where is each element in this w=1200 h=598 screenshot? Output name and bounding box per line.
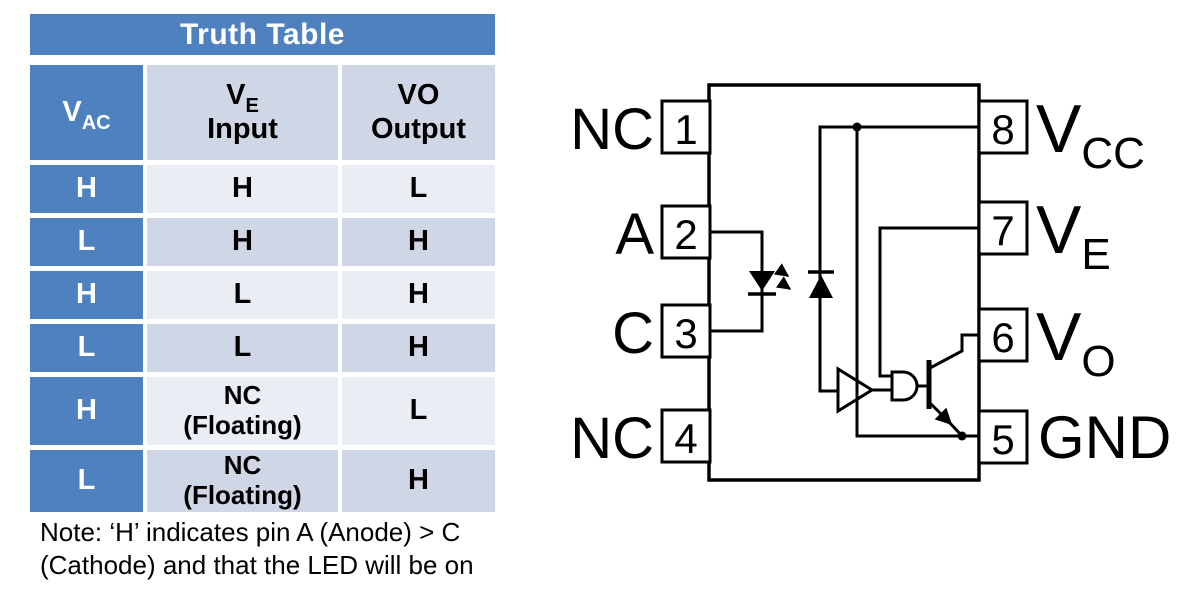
cell-vo-output: H — [342, 324, 495, 372]
pin-box — [977, 99, 1029, 155]
pin-6: 6 VO — [977, 299, 1116, 386]
pin-box — [660, 99, 712, 155]
cell-ve-input: L — [147, 324, 338, 372]
pin-label: NC — [570, 97, 654, 162]
cell-vo-output: L — [342, 165, 495, 213]
truth-table-note: Note: ‘H’ indicates pin A (Anode) > C (C… — [40, 517, 474, 580]
pin-box — [977, 307, 1029, 363]
pin-3: 3 C — [612, 301, 712, 366]
and-gate-icon — [890, 370, 919, 402]
pin-label: C — [612, 301, 654, 366]
cell-vo-output: H — [342, 271, 495, 319]
cell-ve-input: NC(Floating) — [147, 450, 338, 512]
photodiode-icon — [808, 270, 834, 298]
pin-label: GND — [1038, 404, 1171, 471]
transistor-icon — [926, 360, 964, 438]
pin-number: 1 — [674, 106, 697, 153]
header-cell-ve: VE Input — [147, 65, 338, 160]
cell-ve-input: L — [147, 271, 338, 319]
cell-vo-output: H — [342, 218, 495, 266]
cell-vac: H — [30, 377, 143, 445]
pin-1: 1 NC — [570, 97, 712, 162]
pin-4: 4 NC — [570, 406, 712, 471]
pin-label: VO — [1036, 299, 1116, 386]
pin-8: 8 VCC — [977, 91, 1145, 178]
cell-ve-input: H — [147, 218, 338, 266]
cell-vac: L — [30, 324, 143, 372]
cell-vo-output: H — [342, 450, 495, 512]
pin-label: VCC — [1036, 91, 1145, 178]
pin-label: NC — [570, 406, 654, 471]
pin-box — [977, 409, 1029, 465]
pin-5: 5 GND — [977, 404, 1171, 471]
pin-number: 8 — [991, 106, 1014, 153]
cell-vac: H — [30, 165, 143, 213]
cell-vac: L — [30, 450, 143, 512]
cell-vo-output: L — [342, 377, 495, 445]
cell-ve-input: H — [147, 165, 338, 213]
pin-number: 7 — [991, 207, 1014, 254]
truth-table-title: Truth Table — [30, 14, 495, 55]
pin-box — [660, 408, 712, 464]
internal-wiring — [710, 122, 979, 441]
pin-number: 6 — [991, 314, 1014, 361]
pin-label: A — [615, 202, 654, 267]
buffer-amplifier-icon — [836, 366, 875, 414]
pin-box — [977, 200, 1029, 256]
header-cell-vo: VO Output — [342, 65, 495, 160]
header-cell-vac: VAC — [30, 65, 143, 160]
junction-dot — [852, 122, 862, 132]
pin-number: 4 — [674, 415, 697, 462]
cell-vac: L — [30, 218, 143, 266]
pin-number: 5 — [991, 416, 1014, 463]
pin-number: 3 — [674, 310, 697, 357]
led-icon — [748, 271, 776, 296]
pin-2: 2 A — [615, 202, 712, 267]
pin-box — [660, 204, 712, 260]
pin-box — [660, 303, 712, 359]
light-arrows-icon — [773, 263, 792, 291]
truth-table-header-row: VAC VE Input VO Output — [30, 65, 495, 160]
pin-number: 2 — [674, 211, 697, 258]
cell-vac: H — [30, 271, 143, 319]
ic-body — [707, 83, 981, 482]
cell-ve-input: NC(Floating) — [147, 377, 338, 445]
pin-7: 7 VE — [977, 192, 1111, 279]
pin-label: VE — [1036, 192, 1111, 279]
